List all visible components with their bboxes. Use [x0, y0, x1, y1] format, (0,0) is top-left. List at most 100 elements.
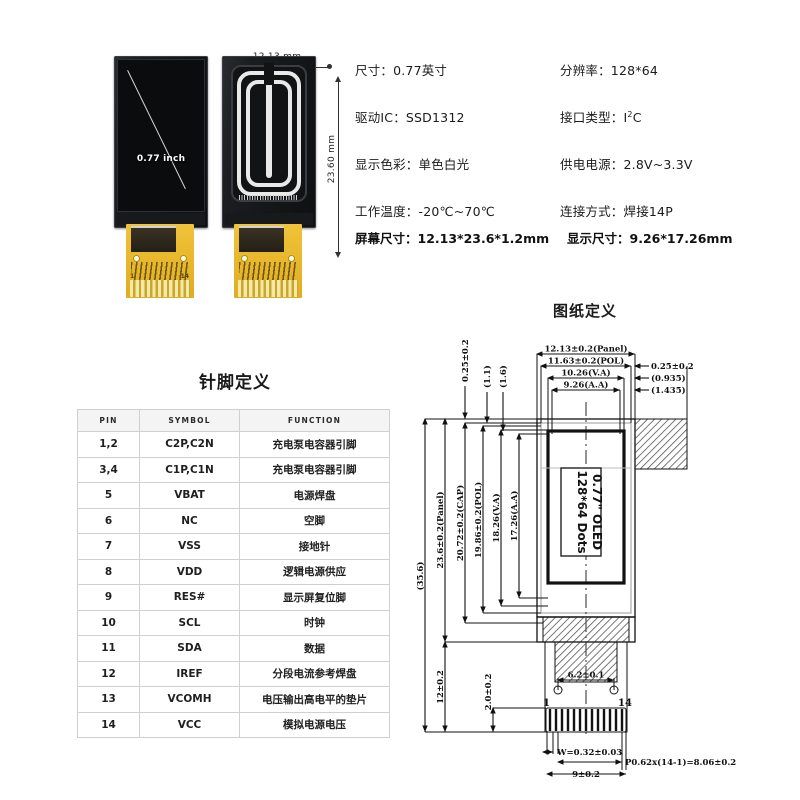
spec-row: 尺寸：0.77英寸 分辨率：128*64 — [355, 60, 795, 79]
dim-left-4: 18.26(V.A) — [491, 493, 502, 542]
dim-left-0: (35.6) — [415, 562, 426, 591]
column-header-function: FUNCTION — [239, 409, 390, 432]
table-header-row: PIN SYMBOL FUNCTION — [77, 409, 390, 432]
dim-left-3: 19.86±0.2(POL) — [473, 482, 484, 558]
fpc-window — [131, 226, 177, 252]
cell-function: 充电泵电容器引脚 — [239, 456, 390, 483]
serpentine-pattern — [231, 63, 307, 202]
cell-function: 分段电流参考焊盘 — [239, 660, 390, 687]
fpc-pin-number-first: 1 — [130, 273, 135, 280]
fpc-window — [239, 226, 285, 252]
technical-drawing-svg: 12.13±0.2(Panel) 11.63±0.2(POL) 10.26(V.… — [415, 340, 736, 780]
dim-topleft-0: 0.25±0.2 — [461, 340, 471, 382]
flex-cable-back — [234, 224, 302, 298]
spec-interface: 接口类型：I2C — [560, 109, 642, 125]
fpc-hole-right — [289, 256, 294, 261]
dim-topleft-2: (1.6) — [498, 365, 509, 388]
dim-pad-width: W=0.32±0.03 — [556, 748, 622, 758]
dim-right-0: 0.25±0.2 — [651, 362, 694, 372]
drawing-center-label-line2: 128*64 Dots — [575, 470, 589, 553]
dim-topleft-1: (1.1) — [482, 365, 493, 388]
cell-pin: 13 — [77, 686, 140, 713]
cell-function: 显示屏复位脚 — [239, 584, 390, 611]
dim-left-6: 12±0.2 — [436, 670, 446, 704]
dim-left-5: 17.26(A.A) — [509, 491, 520, 542]
cell-function: 时钟 — [239, 609, 390, 636]
cell-pin: 14 — [77, 711, 140, 738]
specification-list: 尺寸：0.77英寸 分辨率：128*64 驱动IC：SSD1312 接口类型：I… — [355, 60, 795, 248]
fpc-hole-left — [242, 256, 247, 261]
cell-pin: 7 — [77, 533, 140, 560]
spec-dimension-band: 屏幕尺寸：12.13*23.6*1.2mm 显示尺寸：9.26*17.26mm — [355, 228, 800, 247]
dim-panel-width: 12.13±0.2(Panel) — [544, 344, 627, 355]
module-footer-strip — [117, 213, 205, 225]
superscript-2: 2 — [627, 109, 633, 119]
column-header-symbol: SYMBOL — [139, 409, 240, 432]
spec-row: 显示色彩：单色白光 供电电源：2.8V~3.3V — [355, 154, 795, 173]
dim-left-1: 23.6±0.2(Panel) — [435, 491, 446, 568]
arrow-down-icon — [335, 252, 341, 258]
oled-module-back-photo — [222, 56, 316, 298]
drawing-definition-title: 图纸定义 — [552, 302, 617, 320]
cell-pin: 11 — [77, 635, 140, 662]
module-bezel — [117, 59, 205, 212]
dim-va-width: 10.26(V.A) — [561, 368, 610, 379]
oled-module-front-photo: 0.77 inch 1 14 — [114, 56, 208, 298]
dim-right-1: (0.935) — [651, 373, 686, 384]
cell-pin: 10 — [77, 609, 140, 636]
cell-symbol: SCL — [139, 609, 240, 636]
spec-connection: 连接方式：焊接14P — [560, 204, 673, 219]
cell-pin: 1,2 — [77, 431, 140, 458]
drawing-center-label-line1: 0.77" OLED — [590, 474, 604, 550]
spec-driver-ic: 驱动IC：SSD1312 — [355, 110, 465, 125]
fpc-hole-right — [181, 256, 186, 261]
cell-function: 数据 — [239, 635, 390, 662]
spec-resolution: 分辨率：128*64 — [560, 63, 659, 78]
pin-definition-title: 针脚定义 — [199, 373, 271, 393]
cell-function: 接地针 — [239, 533, 390, 560]
screen-size-label: 0.77 inch — [136, 154, 186, 164]
photo-height-dimension: 23.60 mm — [326, 76, 350, 258]
cell-function: 电压输出高电平的垫片 — [239, 686, 390, 713]
fpc-gold-pads — [130, 280, 190, 297]
cell-pin: 9 — [77, 584, 140, 611]
drawing-pin-last: 14 — [618, 698, 632, 709]
fpc-gold-pads — [238, 280, 298, 297]
product-photo-group: 12.13 mm 23.60 mm 0.77 inch — [100, 20, 355, 340]
spec-color: 显示色彩：单色白光 — [355, 157, 470, 172]
dim-pad-pitch: P0.62x(14-1)=8.06±0.2 — [625, 757, 736, 768]
spec-row: 工作温度：-20℃~70℃ 连接方式：焊接14P — [355, 201, 795, 220]
cell-symbol: VCOMH — [139, 686, 240, 713]
cell-pin: 6 — [77, 507, 140, 534]
cell-symbol: C1P,C1N — [139, 456, 240, 483]
spec-temperature: 工作温度：-20℃~70℃ — [355, 204, 495, 219]
dim-left-7: 2.0±0.2 — [484, 674, 494, 711]
dim-total-width: 9±0.2 — [572, 770, 600, 780]
dim-left-2: 20.72±0.2(CAP) — [455, 485, 466, 561]
fpc-hole-left — [134, 256, 139, 261]
dimension-line — [338, 80, 339, 254]
cell-pin: 5 — [77, 482, 140, 509]
dim-pol-width: 11.63±0.2(POL) — [548, 356, 624, 367]
spec-power: 供电电源：2.8V~3.3V — [560, 157, 693, 172]
cell-function: 逻辑电源供应 — [239, 558, 390, 585]
cell-symbol: SDA — [139, 635, 240, 662]
flex-cable-front: 1 14 — [126, 224, 194, 298]
diagonal-measure-line — [122, 66, 186, 190]
cell-function: 空脚 — [239, 507, 390, 534]
cell-function: 充电泵电容器引脚 — [239, 431, 390, 458]
photo-height-dimension-label: 23.60 mm — [327, 134, 337, 184]
spec-row: 驱动IC：SSD1312 接口类型：I2C — [355, 107, 795, 126]
spec-size: 尺寸：0.77英寸 — [355, 63, 448, 78]
dim-right-2: (1.435) — [651, 385, 686, 396]
column-header-pin: PIN — [77, 409, 140, 432]
